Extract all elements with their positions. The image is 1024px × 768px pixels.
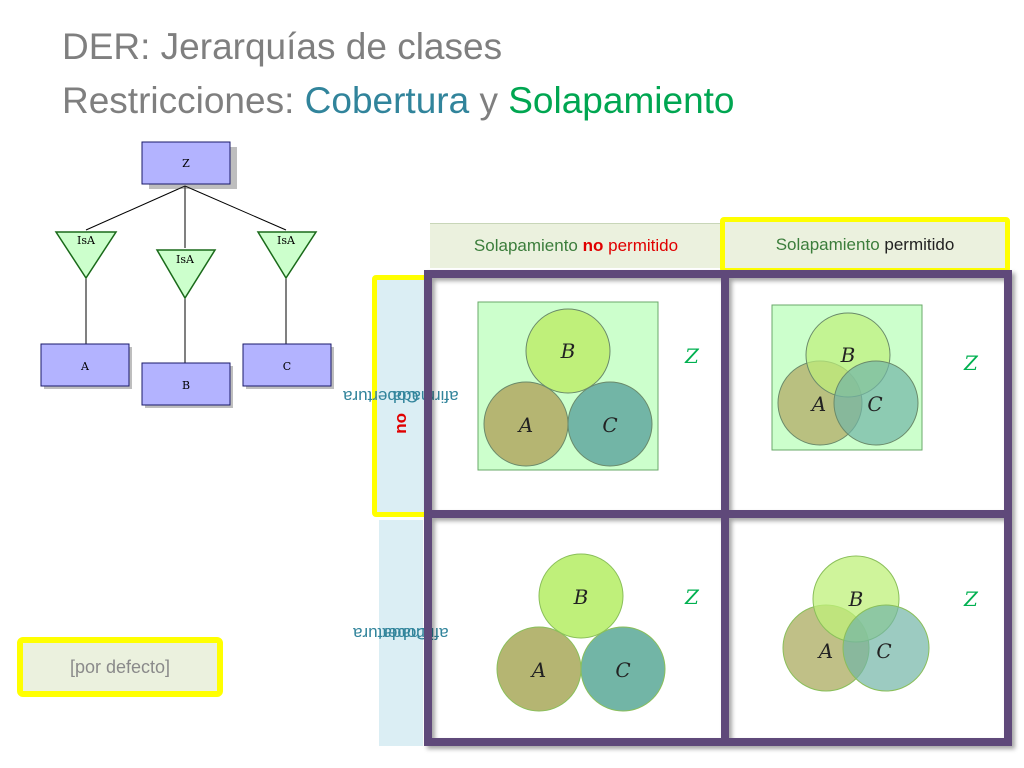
venn-circle-b [525,308,611,394]
venn-disjoint-partial: B A C Z [477,301,700,471]
venn-circle-c [842,604,930,692]
entity-a-label: A [80,360,90,373]
venn-disjoint-total: B A C Z [496,553,700,712]
venn-label-a: A [530,658,546,682]
venn-label-b: B [848,587,864,611]
entity-c: C [242,343,334,389]
column-header-overlap-suffix: permitido [884,235,955,254]
venn-label-a: A [817,639,833,663]
title-connector: y [469,80,509,121]
column-header-no-overlap-prefix: Solapamiento [473,236,578,255]
row-header-no-coverage: Cobertura no afirmada [343,282,459,510]
column-header-no-overlap-suffix: permitido [608,236,679,255]
column-header-overlap: Solapamiento permitido [727,225,1003,265]
venn-label-z: Z [963,587,979,611]
venn-overlapping-partial: B A C Z [771,304,979,451]
slide-title-line-1: DER: Jerarquías de clases [62,26,502,68]
entity-b-label: B [182,379,190,392]
venn-label-b: B [840,343,856,367]
title-text: DER: Jerarquías de clases [62,26,503,67]
venn-label-a: A [810,392,826,416]
venn-label-c: C [867,392,882,416]
entity-a: A [40,343,132,389]
slide-title-line-2: Restricciones: Cobertura y Solapamiento [62,80,735,122]
isa-triangle-middle: IsA [155,249,217,300]
entity-z-label: Z [182,157,190,170]
isa-label-right: IsA [277,234,296,247]
row-header-no-coverage-emphasis: no [391,413,411,434]
isa-label-left: IsA [77,234,96,247]
isa-hierarchy-diagram: Z IsA IsA IsA A B C [40,141,334,408]
venn-overlapping-total: B A C Z [782,555,979,692]
hierarchy-lines [85,185,287,363]
title-solapamiento: Solapamiento [508,80,735,121]
venn-label-c: C [876,639,891,663]
title-prefix: Restricciones: [62,80,305,121]
row-header-coverage: Cobertura afirmada [353,520,449,746]
venn-label-c: C [615,658,630,682]
venn-label-c: C [602,413,617,437]
column-header-no-overlap: Solapamiento no permitido [430,223,722,268]
default-option-label: [por defecto] [69,656,171,677]
entity-c-label: C [283,360,291,373]
title-cobertura: Cobertura [304,80,470,121]
entity-z: Z [141,141,237,189]
matrix-grid [424,270,1012,746]
column-header-overlap-prefix: Solapamiento [775,235,880,254]
venn-label-b: B [560,339,576,363]
row-header-coverage-text: Cobertura afirmada [353,595,449,671]
venn-label-a: A [517,413,533,437]
default-option-highlight: [por defecto] [17,637,223,697]
isa-triangle-right: IsA [256,231,318,280]
isa-label-middle: IsA [176,253,195,266]
entity-b: B [141,362,233,408]
venn-circle-c [567,381,653,467]
venn-label-z: Z [684,585,700,609]
venn-label-z: Z [684,344,700,368]
venn-circle-c [580,626,666,712]
venn-circle-b [538,553,624,639]
constraint-matrix: B A C Z B A C Z B A C Z [424,270,1012,746]
venn-circle-c [833,360,919,446]
venn-label-z: Z [963,351,979,375]
column-header-no-overlap-emphasis: no [582,236,604,255]
isa-triangle-left: IsA [54,231,118,280]
venn-label-b: B [573,585,589,609]
